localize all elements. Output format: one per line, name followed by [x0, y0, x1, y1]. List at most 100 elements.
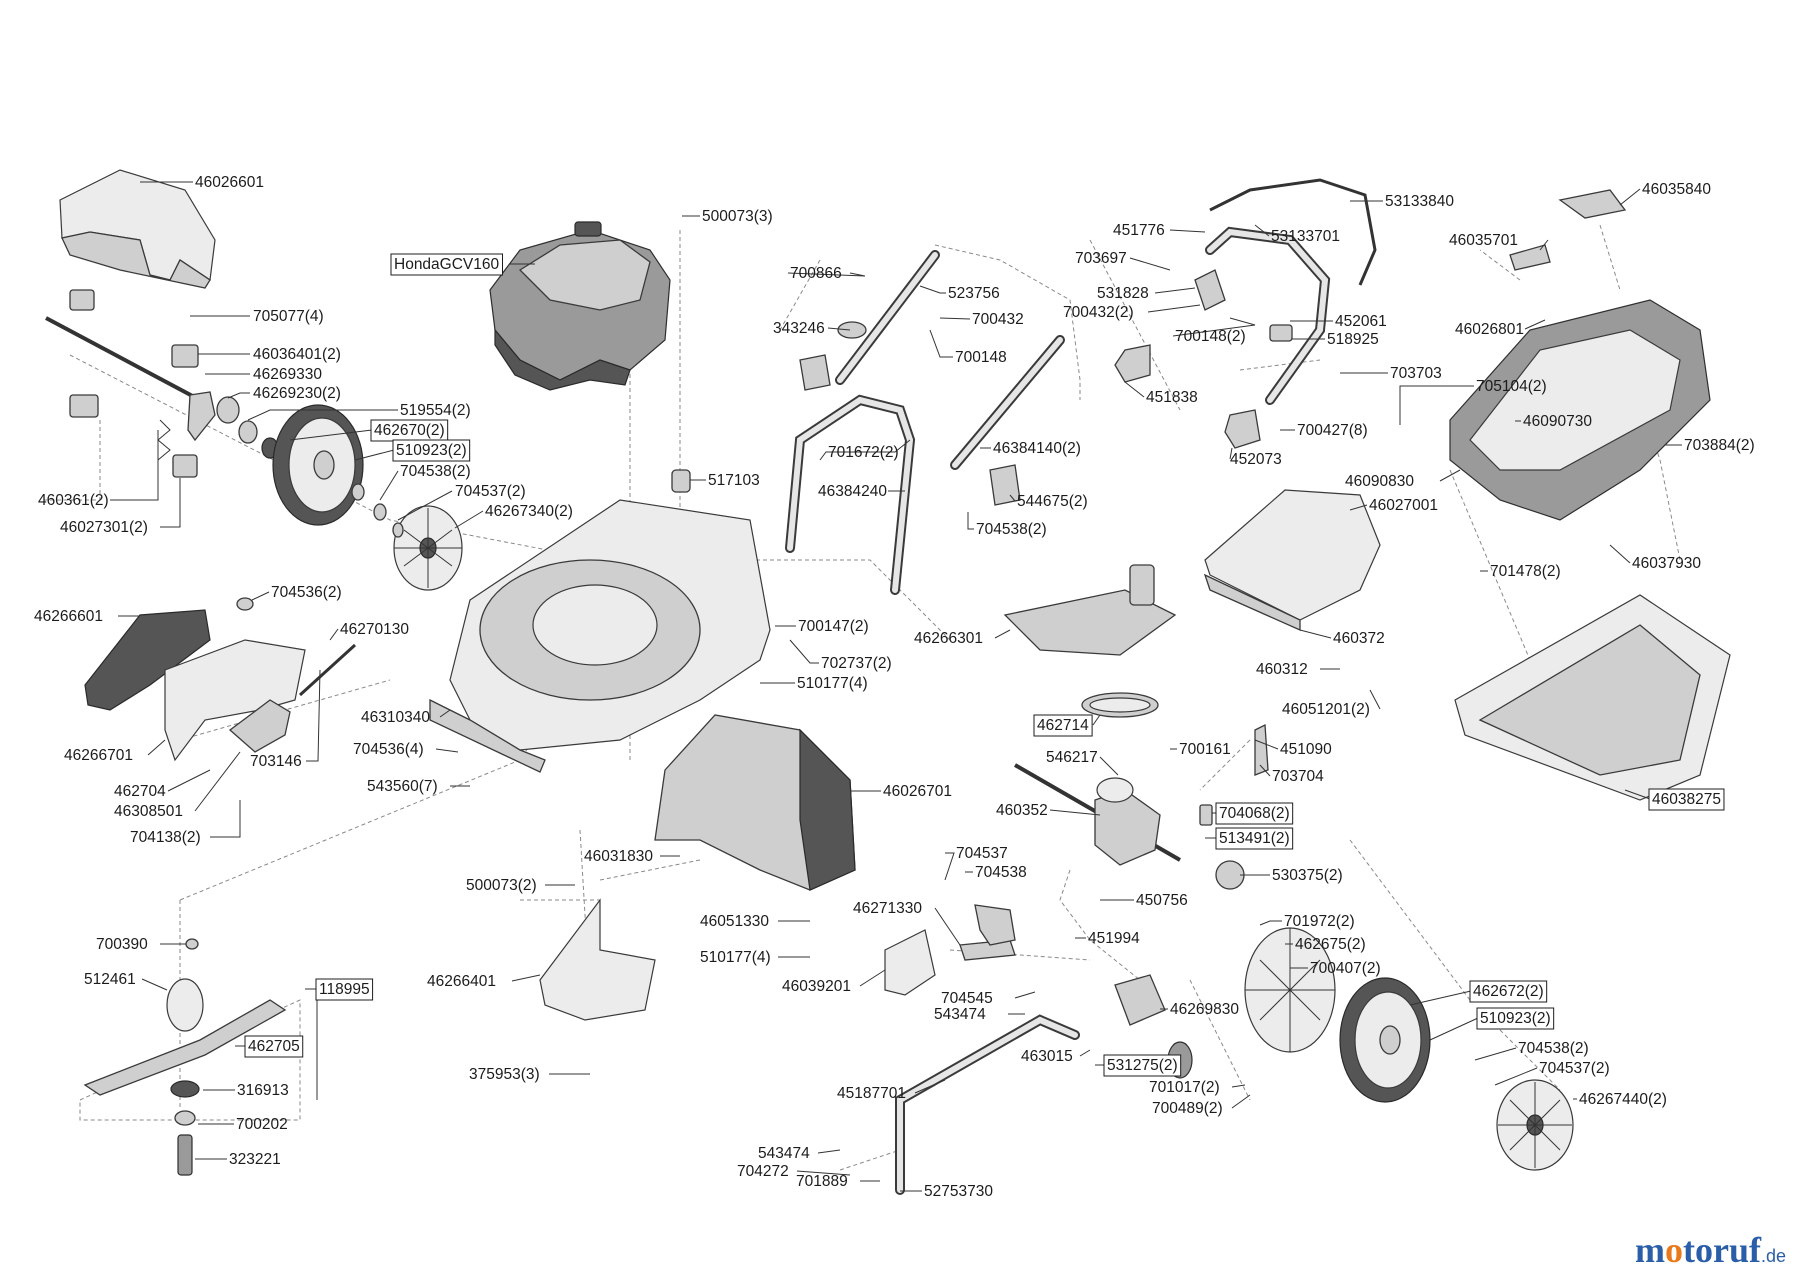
part-label-460352: 460352 — [996, 802, 1048, 819]
part-label-box-462705 — [244, 1035, 304, 1058]
part-label-box-462672-2 — [1469, 980, 1548, 1003]
part-label-700161: 700161 — [1179, 741, 1231, 758]
part-label-700432-2: 700432(2) — [1063, 304, 1134, 321]
part-label-450756: 450756 — [1136, 892, 1188, 909]
part-label-700866: 700866 — [790, 265, 842, 282]
grass-deflector-46026601 — [59, 169, 216, 289]
part-label-703146: 703146 — [250, 753, 302, 770]
part-label-46026701: 46026701 — [883, 783, 952, 800]
part-label-704538-2b: 704538(2) — [976, 521, 1047, 538]
height-adjuster-46039201 — [884, 904, 1016, 996]
part-label-700202: 700202 — [236, 1116, 288, 1133]
part-label-704272: 704272 — [737, 1163, 789, 1180]
part-label-375953-3: 375953(3) — [469, 1066, 540, 1083]
part-number-labels: 46026601500073(3)HondaGCV160705077(4)460… — [34, 174, 1755, 1200]
part-label-500073-3: 500073(3) — [702, 208, 773, 225]
part-label-451994: 451994 — [1088, 930, 1140, 947]
part-label-46051330: 46051330 — [700, 913, 769, 930]
part-label-46266301: 46266301 — [914, 630, 983, 647]
part-label-46270130: 46270130 — [340, 621, 409, 638]
part-label-700427-8: 700427(8) — [1297, 422, 1368, 439]
grass-bag-top-46026801 — [1449, 189, 1711, 521]
part-label-543560-7: 543560(7) — [367, 778, 438, 795]
part-label-546217: 546217 — [1046, 749, 1098, 766]
front-wheel-462672 — [1339, 977, 1431, 1103]
part-label-704537: 704537 — [956, 845, 1008, 862]
watermark-tld: .de — [1760, 1246, 1786, 1266]
part-label-46266601: 46266601 — [34, 608, 103, 625]
part-label-451776: 451776 — [1113, 222, 1165, 239]
part-label-704538-2a: 704538(2) — [400, 463, 471, 480]
part-label-452061: 452061 — [1335, 313, 1387, 330]
part-label-701972-2: 701972(2) — [1284, 913, 1355, 930]
rear-flap-46026701 — [654, 714, 856, 891]
part-label-46266701: 46266701 — [64, 747, 133, 764]
part-label-46051201-2: 46051201(2) — [1282, 701, 1370, 718]
part-label-53133701: 53133701 — [1271, 228, 1340, 245]
height-lever-45187701 — [895, 974, 1193, 1195]
part-label-46269830: 46269830 — [1170, 1001, 1239, 1018]
wheel-cap-right-46267440 — [1496, 1079, 1574, 1171]
part-label-451838: 451838 — [1146, 389, 1198, 406]
part-label-705077-4: 705077(4) — [253, 308, 324, 325]
part-label-46271330: 46271330 — [853, 900, 922, 917]
part-label-701478-2: 701478(2) — [1490, 563, 1561, 580]
mower-deck-46310340 — [429, 469, 771, 773]
part-label-704138-2: 704138(2) — [130, 829, 201, 846]
part-label-46310340: 46310340 — [361, 709, 430, 726]
bag-frame-46027001 — [1203, 489, 1381, 632]
part-label-46384140-2: 46384140(2) — [993, 440, 1081, 457]
part-label-510177-4a: 510177(4) — [797, 675, 868, 692]
part-label-517103: 517103 — [708, 472, 760, 489]
part-label-513491-2: 513491(2) — [1219, 830, 1290, 847]
part-label-700489-2: 700489(2) — [1152, 1100, 1223, 1117]
part-label-704538: 704538 — [975, 864, 1027, 881]
part-label-46035840: 46035840 — [1642, 181, 1711, 198]
part-label-701017-2: 701017(2) — [1149, 1079, 1220, 1096]
part-label-462714: 462714 — [1037, 717, 1089, 734]
part-label-box-118995 — [315, 978, 374, 1001]
part-label-510177-4b: 510177(4) — [700, 949, 771, 966]
part-label-46269230-2: 46269230(2) — [253, 385, 341, 402]
part-label-46266401: 46266401 — [427, 973, 496, 990]
part-label-700390: 700390 — [96, 936, 148, 953]
part-label-46039201: 46039201 — [782, 978, 851, 995]
part-label-463015: 463015 — [1021, 1048, 1073, 1065]
part-label-462705: 462705 — [248, 1038, 300, 1055]
side-discharge-46266601 — [84, 597, 357, 762]
part-label-46035701: 46035701 — [1449, 232, 1518, 249]
part-label-46037930: 46037930 — [1632, 555, 1701, 572]
part-label-box-honda — [390, 253, 504, 276]
part-label-462670-2: 462670(2) — [374, 422, 445, 439]
part-label-46090730: 46090730 — [1523, 413, 1592, 430]
part-label-46026601: 46026601 — [195, 174, 264, 191]
part-label-46031830: 46031830 — [584, 848, 653, 865]
part-label-701889: 701889 — [796, 1173, 848, 1190]
part-label-530375-2: 530375(2) — [1272, 867, 1343, 884]
part-label-704536-2: 704536(2) — [271, 584, 342, 601]
part-label-544675-2: 544675(2) — [1017, 493, 1088, 510]
part-label-45187701: 45187701 — [837, 1085, 906, 1102]
watermark-o: o — [1664, 1230, 1683, 1270]
part-label-118995: 118995 — [319, 981, 370, 998]
part-label-543474a: 543474 — [934, 1006, 986, 1023]
grass-bag-46038275 — [1454, 594, 1731, 801]
engine-honda-gcv160 — [489, 221, 671, 391]
part-label-52753730: 52753730 — [924, 1183, 993, 1200]
part-label-700148-2: 700148(2) — [1175, 328, 1246, 345]
part-label-460361-2: 460361(2) — [38, 492, 109, 509]
part-label-519554-2: 519554(2) — [400, 402, 471, 419]
part-label-704537-2a: 704537(2) — [455, 483, 526, 500]
part-label-46027301-2: 46027301(2) — [60, 519, 148, 536]
part-label-451090: 451090 — [1280, 741, 1332, 758]
mulch-plug-46266401 — [539, 898, 656, 1021]
part-label-704536-4: 704536(4) — [353, 741, 424, 758]
lever-rod-assembly — [45, 289, 279, 478]
part-label-700147-2: 700147(2) — [798, 618, 869, 635]
part-label-703704: 703704 — [1272, 768, 1324, 785]
part-label-460372: 460372 — [1333, 630, 1385, 647]
part-label-700148: 700148 — [955, 349, 1007, 366]
part-label-box-462714 — [1033, 714, 1093, 737]
part-label-704545: 704545 — [941, 990, 993, 1007]
